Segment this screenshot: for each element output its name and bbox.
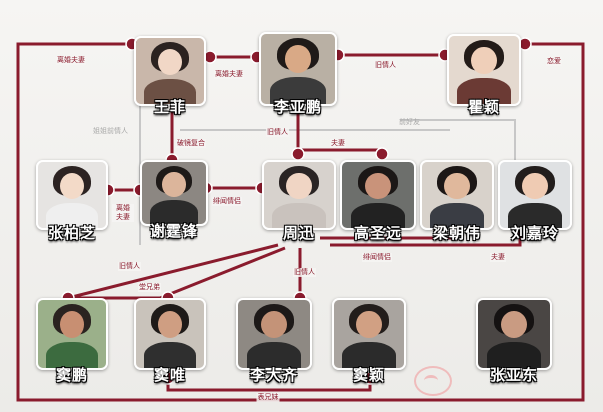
person-name: 张柏芝: [47, 224, 96, 242]
person-node-liu-jialing[interactable]: 刘嘉玲: [498, 160, 572, 248]
junction-dot: [363, 371, 377, 385]
person-name: 高圣远: [353, 224, 402, 242]
zhouxun-gaoshengyuan-link: [298, 148, 384, 160]
portrait: [262, 160, 336, 230]
person-name: 谢霆锋: [149, 222, 198, 240]
portrait: [36, 160, 108, 230]
zhouxun-douwei-link: [159, 246, 286, 300]
person-node-liang-chaowei[interactable]: 梁朝伟: [420, 160, 494, 248]
person-name: 窦鹏: [55, 366, 88, 384]
person-node-dou-peng[interactable]: 窦鹏: [36, 298, 108, 390]
person-name: 瞿颖: [467, 98, 500, 116]
relation-label: 堂兄弟: [138, 283, 161, 292]
portrait: [236, 298, 312, 370]
person-name: 李大齐: [249, 366, 298, 384]
portrait: [420, 160, 494, 230]
relation-label: 破镜复合: [176, 139, 206, 148]
portrait: [140, 160, 208, 226]
relation-label-faded: 前好友: [399, 118, 420, 126]
relation-label: 表兄妹: [256, 393, 280, 402]
relation-label: 旧情人: [374, 61, 397, 70]
zhouxun-liujialing-link: [330, 230, 522, 247]
junction-dot: [161, 371, 175, 385]
relation-label-faded: 姐姐前情人: [93, 127, 128, 135]
person-node-wang-fei[interactable]: 王菲: [134, 36, 206, 138]
portrait: [134, 36, 206, 106]
person-node-li-yapeng[interactable]: 李亚鹏: [259, 32, 337, 140]
junction-dot: [291, 147, 305, 161]
junction-dot: [375, 147, 389, 161]
portrait: [36, 298, 108, 370]
portrait: [332, 298, 406, 370]
person-node-zhai-ying[interactable]: 瞿颖: [447, 34, 521, 136]
relation-label: 离婚夫妻: [56, 56, 86, 65]
relation-label: 夫妻: [330, 139, 346, 148]
relation-label: 绯闻情侣: [362, 253, 392, 262]
zhouxun-doupeng-link: [67, 243, 279, 300]
person-node-dou-ying[interactable]: 窦颖: [332, 298, 406, 390]
person-name: 李亚鹏: [273, 98, 322, 116]
portrait: [259, 32, 337, 106]
person-node-zhang-yadong[interactable]: 张亚东: [476, 298, 552, 390]
person-name: 梁朝伟: [432, 224, 481, 242]
relation-label: 绯闻情侣: [212, 197, 242, 206]
relation-label: 离婚夫妻: [214, 70, 244, 79]
person-name: 窦唯: [153, 366, 186, 384]
relation-label: 离婚夫妻: [112, 204, 134, 222]
person-name: 刘嘉玲: [510, 224, 559, 242]
portrait: [476, 298, 552, 370]
relation-label: 恋爱: [546, 57, 562, 66]
person-node-li-daqi[interactable]: 李大齐: [236, 298, 312, 390]
relation-label: 旧情人: [266, 128, 289, 137]
person-node-xie-tingfeng[interactable]: 谢霆锋: [140, 160, 208, 248]
portrait: [340, 160, 416, 230]
relation-label: 旧情人: [293, 268, 316, 277]
person-name: 周迅: [282, 224, 315, 242]
relation-label: 旧情人: [118, 262, 141, 271]
relation-label: 夫妻: [490, 253, 506, 262]
faded-link-right: [400, 119, 516, 160]
person-node-zhang-baizhi[interactable]: 张柏芝: [36, 160, 108, 248]
person-name: 窦颖: [352, 366, 385, 384]
person-node-gao-shengyuan[interactable]: 高圣远: [340, 160, 416, 248]
portrait: [447, 34, 521, 106]
outer-frame-link: [16, 42, 585, 402]
person-name: 张亚东: [489, 366, 538, 384]
portrait: [134, 298, 206, 370]
portrait: [498, 160, 572, 230]
person-node-zhou-xun[interactable]: 周迅: [262, 160, 336, 248]
watermark-logo: [414, 366, 452, 396]
person-name: 王菲: [153, 98, 186, 116]
person-node-dou-wei[interactable]: 窦唯: [134, 298, 206, 390]
